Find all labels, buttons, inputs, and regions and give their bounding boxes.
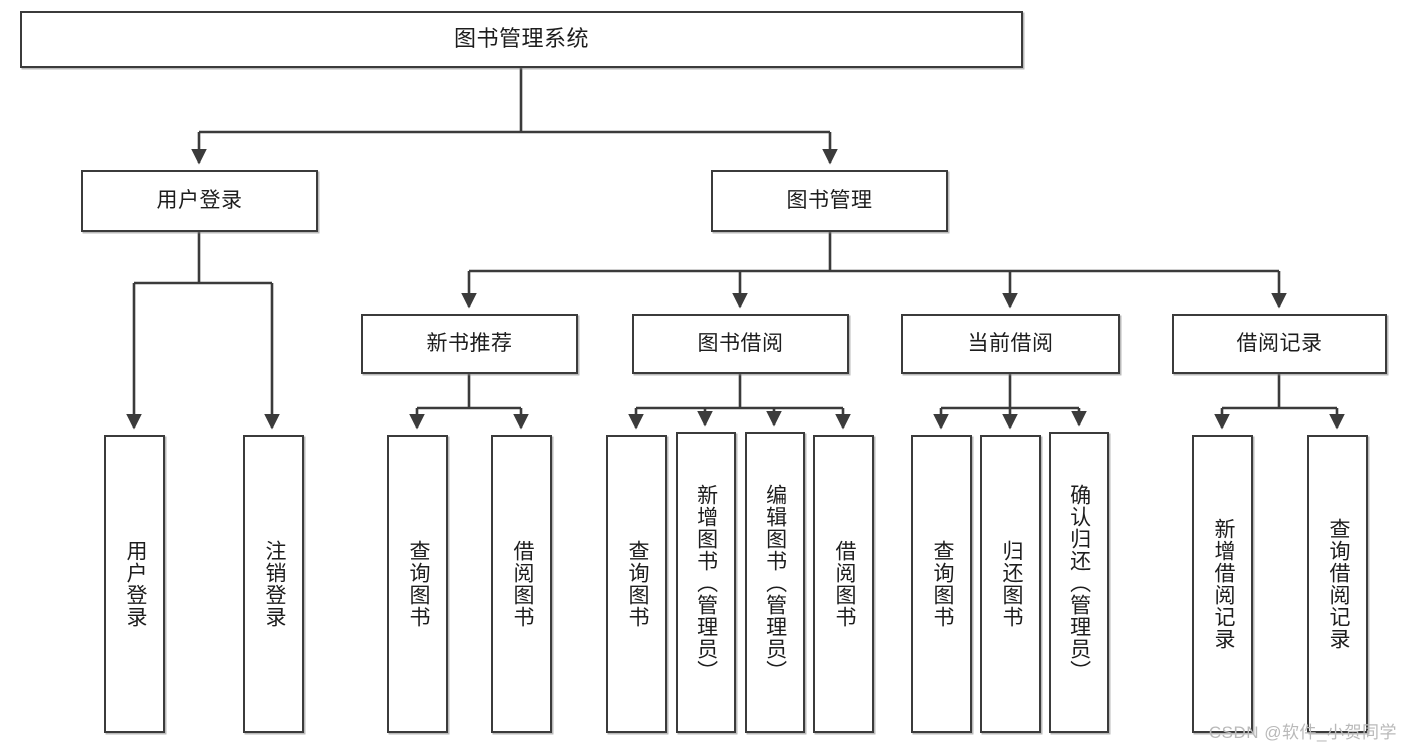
node-leaf-add-borrow-record-label: 新增借阅记录 [1211,518,1235,650]
node-leaf-edit-book-admin-label: 编辑图书（管理员） [763,483,787,682]
node-leaf-return-book[interactable]: 归还图书 [980,435,1041,733]
node-leaf-confirm-return-admin-label: 确认归还（管理员） [1067,483,1091,682]
node-book-management-label: 图书管理 [786,189,873,213]
node-leaf-borrow-book-label: 借阅图书 [832,540,856,628]
node-user-login-label: 用户登录 [156,189,243,213]
node-leaf-query-book-rec[interactable]: 查询图书 [387,435,448,733]
node-leaf-query-book-current[interactable]: 查询图书 [911,435,972,733]
node-leaf-return-book-label: 归还图书 [999,540,1023,628]
node-book-management[interactable]: 图书管理 [711,170,948,232]
node-current-borrow[interactable]: 当前借阅 [901,314,1120,374]
node-leaf-borrow-book[interactable]: 借阅图书 [813,435,874,733]
node-new-book-recommend-label: 新书推荐 [426,332,513,356]
node-leaf-add-book-admin-label: 新增图书（管理员） [694,483,718,682]
node-current-borrow-label: 当前借阅 [967,332,1054,356]
node-leaf-borrow-book-rec[interactable]: 借阅图书 [491,435,552,733]
node-leaf-borrow-book-rec-label: 借阅图书 [510,540,534,628]
node-borrow-record-label: 借阅记录 [1236,332,1323,356]
node-root[interactable]: 图书管理系统 [20,11,1023,68]
node-leaf-add-book-admin[interactable]: 新增图书（管理员） [676,432,736,733]
node-book-borrow-label: 图书借阅 [697,332,784,356]
node-new-book-recommend[interactable]: 新书推荐 [361,314,578,374]
node-leaf-query-borrow-record[interactable]: 查询借阅记录 [1307,435,1368,733]
node-leaf-query-book-current-label: 查询图书 [930,540,954,628]
node-user-login[interactable]: 用户登录 [81,170,318,232]
node-book-borrow[interactable]: 图书借阅 [632,314,849,374]
node-leaf-user-login-label: 用户登录 [123,540,147,628]
node-leaf-confirm-return-admin[interactable]: 确认归还（管理员） [1049,432,1109,733]
node-leaf-add-borrow-record[interactable]: 新增借阅记录 [1192,435,1253,733]
node-leaf-edit-book-admin[interactable]: 编辑图书（管理员） [745,432,805,733]
node-root-label: 图书管理系统 [453,26,589,52]
node-borrow-record[interactable]: 借阅记录 [1172,314,1387,374]
node-leaf-user-login[interactable]: 用户登录 [104,435,165,733]
node-leaf-query-book-borrow[interactable]: 查询图书 [606,435,667,733]
node-leaf-user-logout[interactable]: 注销登录 [243,435,304,733]
node-leaf-query-book-borrow-label: 查询图书 [625,540,649,628]
node-leaf-query-book-rec-label: 查询图书 [406,540,430,628]
node-leaf-user-logout-label: 注销登录 [262,540,286,628]
node-leaf-query-borrow-record-label: 查询借阅记录 [1326,518,1350,650]
